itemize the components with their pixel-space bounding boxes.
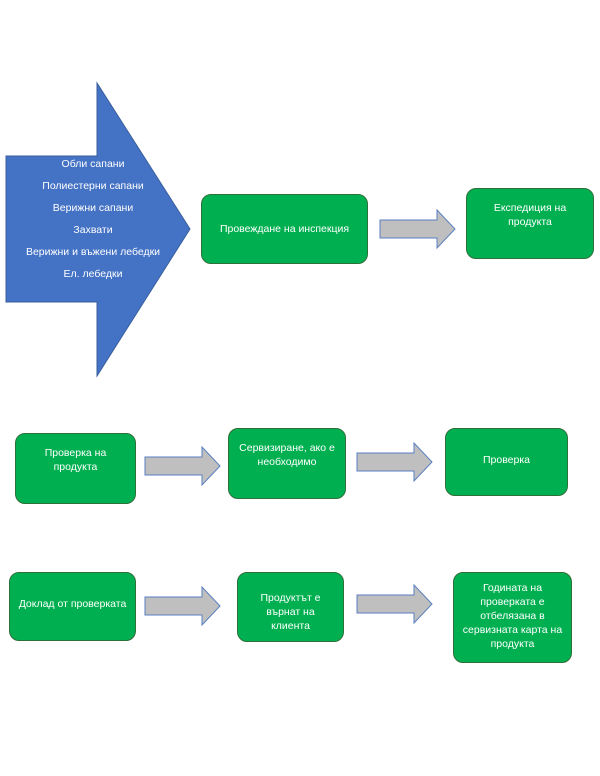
source-item: Ел. лебедки (63, 268, 123, 280)
source-products-list: Обли сапани Полиестерни сапани Верижни с… (8, 158, 178, 290)
year-recorded-box: Годината на проверката е отбелязана в се… (453, 572, 572, 663)
service-label: Сервизиране, ако е необходимо (239, 442, 335, 468)
source-item: Захвати (73, 224, 113, 236)
arrow-return-to-record (356, 583, 433, 625)
source-products-arrow (5, 81, 191, 378)
arrow-report-to-return (144, 585, 221, 627)
product-check-box: Проверка на продукта (15, 433, 136, 504)
product-returned-box: Продуктът е върнат на клиента (237, 572, 344, 642)
verification-label: Проверка (482, 454, 531, 466)
expedition-box: Експедиция на продукта (466, 188, 594, 259)
arrow-check-to-service (144, 445, 221, 487)
inspection-report-box: Доклад от проверката (9, 572, 136, 641)
year-recorded-label: Годината на проверката е отбелязана в се… (462, 582, 563, 650)
inspection-label: Провеждане на инспекция (219, 223, 350, 235)
service-box: Сервизиране, ако е необходимо (228, 428, 346, 499)
inspection-report-label: Доклад от проверката (18, 598, 127, 610)
product-returned-label: Продуктът е върнат на клиента (260, 592, 321, 632)
source-item: Полиестерни сапани (42, 180, 144, 192)
arrow-service-to-verification (356, 441, 433, 483)
expedition-label: Експедиция на продукта (493, 202, 567, 228)
arrow-inspection-to-expedition (379, 208, 456, 250)
verification-box: Проверка (445, 428, 568, 496)
inspection-box: Провеждане на инспекция (201, 194, 368, 264)
product-check-label: Проверка на продукта (44, 447, 107, 473)
source-item: Верижни и въжени лебедки (25, 246, 161, 258)
source-item: Верижни сапани (52, 202, 134, 214)
source-item: Обли сапани (61, 158, 125, 170)
